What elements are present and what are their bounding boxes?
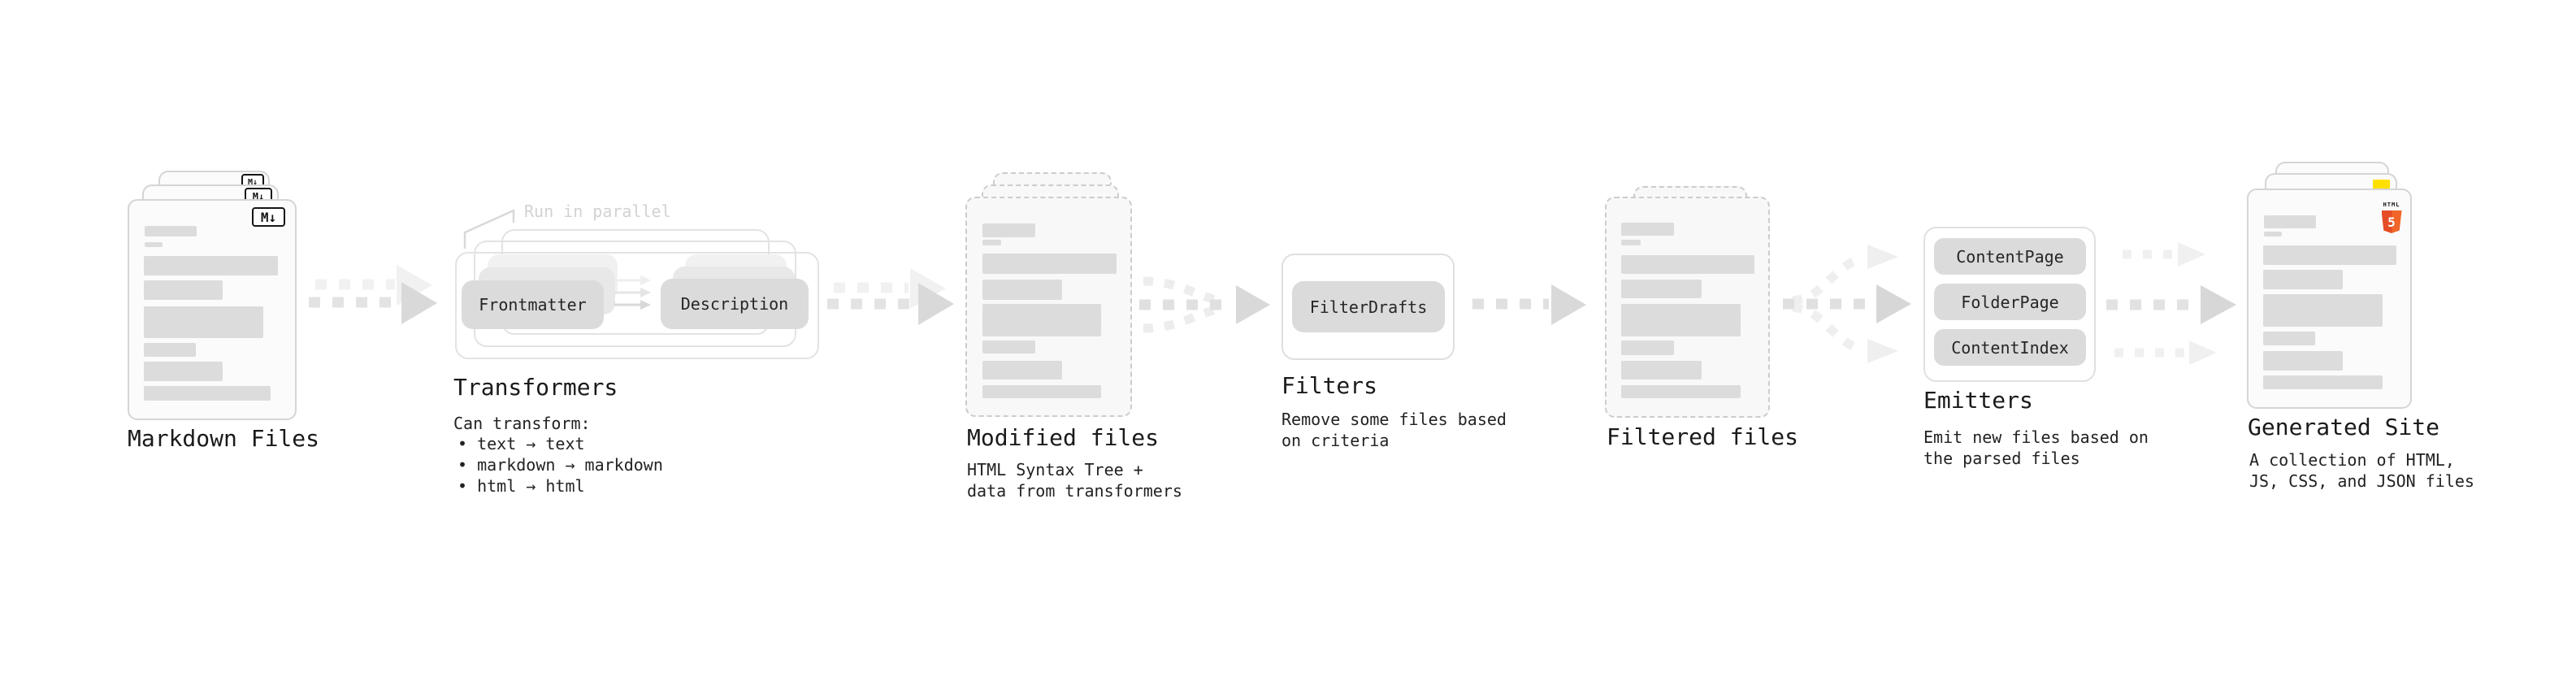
markdown-icon: M↓ bbox=[252, 207, 285, 227]
run-in-parallel-annotation: Run in parallel bbox=[524, 202, 671, 221]
text-line-placeholder bbox=[144, 306, 263, 338]
arrowhead-icon bbox=[1236, 285, 1270, 324]
text-line-placeholder bbox=[982, 385, 1101, 398]
stage-label-modified-files: Modified files bbox=[967, 424, 1160, 451]
text-line-placeholder bbox=[2263, 245, 2396, 265]
text-line-placeholder bbox=[982, 240, 1001, 245]
text-line-placeholder bbox=[1621, 385, 1741, 398]
text-line-placeholder bbox=[1621, 240, 1641, 245]
text-line-placeholder bbox=[2263, 351, 2343, 371]
text-line-placeholder bbox=[144, 280, 223, 300]
transformers-description-title: Can transform: bbox=[453, 414, 591, 433]
filters-description: Remove some files based on criteria bbox=[1281, 410, 1507, 450]
transformer-layer-front bbox=[455, 252, 819, 359]
text-line-placeholder bbox=[1621, 255, 1754, 274]
text-line-placeholder bbox=[982, 254, 1117, 274]
modified-files-description: HTML Syntax Tree + data from transformer… bbox=[967, 460, 1182, 501]
text-line-placeholder bbox=[144, 386, 271, 401]
arrowhead-icon bbox=[910, 268, 946, 309]
text-line-placeholder bbox=[145, 226, 197, 236]
text-line-placeholder bbox=[2263, 294, 2383, 327]
text-line-placeholder bbox=[1621, 340, 1674, 355]
text-line-placeholder bbox=[2264, 215, 2316, 228]
text-line-placeholder bbox=[1621, 304, 1741, 336]
text-line-placeholder bbox=[144, 343, 196, 357]
filter-node-filterdrafts: FilterDrafts bbox=[1292, 281, 1445, 332]
arrowhead-icon bbox=[1867, 339, 1898, 363]
text-line-placeholder bbox=[982, 340, 1035, 354]
arrowhead-icon bbox=[401, 282, 437, 324]
emitters-container bbox=[1923, 227, 2096, 382]
text-line-placeholder bbox=[1621, 223, 1674, 236]
emitter-node-contentindex: ContentIndex bbox=[1934, 329, 2086, 366]
generated-file-card-html: HTML 5 bbox=[2247, 189, 2412, 409]
capability-item: • html → html bbox=[458, 476, 585, 496]
text-line-placeholder bbox=[2263, 270, 2343, 289]
text-line-placeholder bbox=[144, 256, 278, 275]
text-line-placeholder bbox=[145, 242, 163, 247]
emitter-node-folderpage: FolderPage bbox=[1934, 284, 2086, 320]
arrow-filtered-to-emitters bbox=[1783, 245, 1911, 363]
text-line-placeholder bbox=[2264, 232, 2282, 236]
text-line-placeholder bbox=[982, 280, 1062, 300]
arrowhead-icon bbox=[1867, 245, 1898, 269]
arrow-emitters-to-generated bbox=[2106, 242, 2236, 365]
stage-label-filters: Filters bbox=[1281, 372, 1378, 399]
html5-icon-label: HTML bbox=[2383, 202, 2400, 208]
arrow-markdown-to-transformers bbox=[309, 265, 437, 324]
stage-label-filtered-files: Filtered files bbox=[1607, 423, 1799, 450]
text-line-placeholder bbox=[982, 223, 1035, 237]
arrowhead-icon bbox=[2189, 340, 2217, 365]
stage-label-emitters: Emitters bbox=[1923, 387, 2033, 414]
js-file-icon bbox=[2373, 180, 2390, 189]
capability-item: • markdown → markdown bbox=[458, 455, 663, 475]
generated-site-description: A collection of HTML, JS, CSS, and JSON … bbox=[2249, 450, 2474, 491]
arrowhead-icon bbox=[2178, 242, 2205, 267]
stage-label-generated-site: Generated Site bbox=[2248, 414, 2440, 440]
arrowhead-icon bbox=[918, 283, 954, 325]
emitters-description: Emit new files based on the parsed files bbox=[1923, 427, 2149, 468]
filters-container bbox=[1281, 254, 1455, 360]
markdown-file-card: M↓ bbox=[128, 199, 297, 420]
arrowhead-icon bbox=[2201, 285, 2236, 324]
arrow-modified-to-filters bbox=[1139, 276, 1270, 333]
modified-file-card bbox=[965, 197, 1132, 417]
stage-label-markdown-files: Markdown Files bbox=[128, 425, 320, 452]
text-line-placeholder bbox=[144, 362, 223, 381]
html5-icon: HTML 5 bbox=[2381, 194, 2402, 233]
text-line-placeholder bbox=[1621, 361, 1702, 380]
html5-icon-shield: 5 bbox=[2381, 210, 2402, 233]
text-line-placeholder bbox=[2263, 332, 2315, 345]
arrowhead-icon bbox=[397, 265, 432, 306]
text-line-placeholder bbox=[982, 304, 1101, 336]
arrow-transformers-to-modified bbox=[827, 268, 954, 325]
capability-item: • text → text bbox=[458, 434, 585, 453]
transformer-node-frontmatter: Frontmatter bbox=[462, 280, 604, 329]
emitter-node-contentpage: ContentPage bbox=[1934, 238, 2086, 275]
text-line-placeholder bbox=[2263, 375, 2383, 389]
arrowhead-icon bbox=[1551, 284, 1586, 325]
text-line-placeholder bbox=[982, 361, 1062, 380]
stage-label-transformers: Transformers bbox=[453, 374, 618, 401]
filtered-file-card bbox=[1605, 197, 1770, 418]
arrow-filters-to-filtered bbox=[1472, 284, 1586, 325]
transformer-node-description: Description bbox=[661, 279, 809, 329]
transformers-capabilities-list: • text → text • markdown → markdown • ht… bbox=[458, 433, 663, 497]
text-line-placeholder bbox=[1621, 280, 1702, 298]
arrowhead-icon bbox=[1876, 284, 1911, 323]
